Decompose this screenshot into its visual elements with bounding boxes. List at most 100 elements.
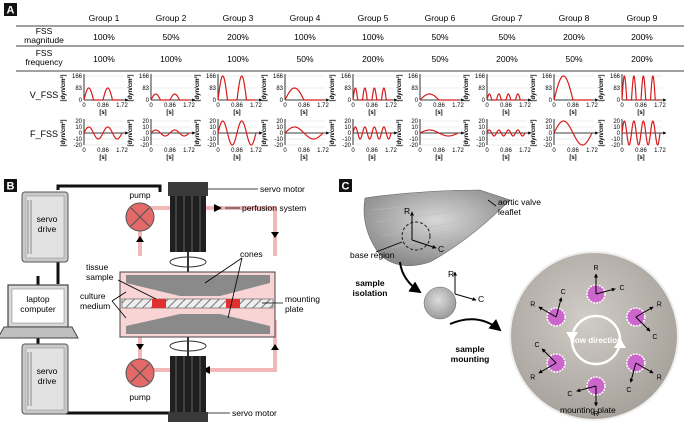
x-unit-label: [s] [368, 155, 375, 161]
y-unit-label: [dyn/cm²] [261, 74, 268, 101]
y-unit-label: [dyn/cm²] [598, 74, 605, 101]
x-tick-label: 1.72 [116, 148, 128, 154]
y-tick-label: 0 [617, 131, 621, 137]
x-tick-label: 1.72 [116, 103, 128, 109]
y-tick-label: 166 [542, 74, 553, 80]
f-fss-curve [217, 120, 257, 146]
perfusion-system-label: perfusion system [242, 203, 306, 213]
y-tick-label: 166 [341, 74, 352, 80]
x-tick-label: 1.72 [317, 103, 329, 109]
mounted-sample: RC [626, 353, 662, 394]
y-tick-label: 83 [276, 86, 283, 92]
x-tick-label: 0.86 [97, 103, 109, 109]
pump-label: pump [129, 392, 151, 402]
y-tick-label: 0 [549, 98, 553, 104]
y-tick-label: 0 [415, 131, 419, 137]
x-tick-label: 1.72 [250, 103, 262, 109]
x-tick-label: 0 [82, 103, 86, 109]
mounting-plate-disc [509, 251, 679, 421]
v-fss-curve [352, 87, 391, 101]
x-tick-label: 0 [620, 148, 624, 154]
y-tick-label: -20 [73, 143, 82, 149]
x-tick-label: 1.72 [586, 103, 598, 109]
x-unit-label: [s] [502, 110, 509, 116]
laptop-label: laptop [26, 294, 49, 304]
tissue-sample [152, 299, 166, 308]
y-unit-label: [dyn/cm²] [463, 74, 470, 101]
x-tick-label: 1.72 [183, 148, 195, 154]
r-axis-arrow [538, 362, 557, 374]
x-tick-label: 0.86 [567, 103, 579, 109]
x-tick-label: 0 [216, 148, 220, 154]
x-tick-label: 0 [418, 148, 422, 154]
frequency-cell: 100% [227, 54, 249, 64]
x-tick-label: 1.72 [519, 148, 531, 154]
frequency-cell: 50% [431, 54, 448, 64]
panel-label-b: B [7, 181, 15, 193]
y-tick-label: 20 [75, 119, 82, 125]
x-tick-label: 1.72 [586, 148, 598, 154]
x-tick-label: 0.86 [433, 103, 445, 109]
x-tick-label: 1.72 [519, 103, 531, 109]
magnitude-row: 100%50%200%100%100%50%50%200%200% [93, 32, 653, 42]
y-tick-label: 166 [610, 74, 621, 80]
x-tick-label: 0.86 [366, 148, 378, 154]
sample-isolation-label: sample [355, 278, 385, 288]
y-tick-label: -10 [274, 137, 283, 143]
y-tick-label: -20 [342, 143, 351, 149]
y-tick-label: 83 [613, 86, 620, 92]
y-unit-label: [dyn/cm²] [261, 119, 268, 146]
frequency-row-label: frequency [25, 57, 63, 67]
flow-arrows [136, 204, 279, 374]
servo-motor-top [168, 182, 208, 272]
y-tick-label: 166 [408, 74, 419, 80]
group-header: Group 2 [156, 13, 187, 23]
y-tick-label: 83 [344, 86, 351, 92]
y-unit-label: [dyn/cm²] [127, 119, 134, 146]
f-fss-curve [621, 120, 661, 146]
y-tick-label: 166 [72, 74, 83, 80]
x-tick-label: 0 [620, 103, 624, 109]
panel-c: C R C aortic valve leaflet base region s… [339, 179, 679, 421]
x-tick-label: 0 [216, 103, 220, 109]
y-tick-label: -10 [140, 137, 149, 143]
y-tick-label: 0 [348, 131, 352, 137]
x-tick-label: 1.72 [452, 148, 464, 154]
v-fss-curve [150, 93, 189, 101]
y-tick-label: 20 [411, 119, 418, 125]
y-tick-label: 0 [213, 131, 217, 137]
y-tick-label: 0 [79, 131, 83, 137]
magnitude-cell: 100% [294, 32, 316, 42]
y-unit-label: [dyn/cm²] [60, 119, 67, 146]
frequency-cell: 100% [160, 54, 182, 64]
x-unit-label: [s] [502, 155, 509, 161]
axis-r-label: R [448, 269, 454, 279]
f-fss-curve [150, 129, 190, 137]
leaflet-texture [371, 199, 481, 249]
x-tick-label: 0.86 [298, 148, 310, 154]
y-unit-label: [dyn/cm²] [329, 119, 336, 146]
y-tick-label: 10 [75, 125, 82, 131]
magnitude-cell: 200% [563, 32, 585, 42]
x-tick-label: 1.72 [654, 103, 666, 109]
x-tick-label: 0.86 [298, 103, 310, 109]
y-unit-label: [dyn/cm²] [530, 119, 537, 146]
c-axis-arrow [555, 297, 563, 318]
x-tick-label: 0 [283, 148, 287, 154]
r-axis-arrow [538, 306, 557, 318]
tissue-sample-label: tissue [86, 262, 108, 272]
v-fss-curve [83, 87, 122, 101]
y-tick-label: -20 [207, 143, 216, 149]
group-header: Group 9 [627, 13, 658, 23]
y-tick-label: 10 [545, 125, 552, 131]
r-axis-arrow [635, 306, 654, 318]
